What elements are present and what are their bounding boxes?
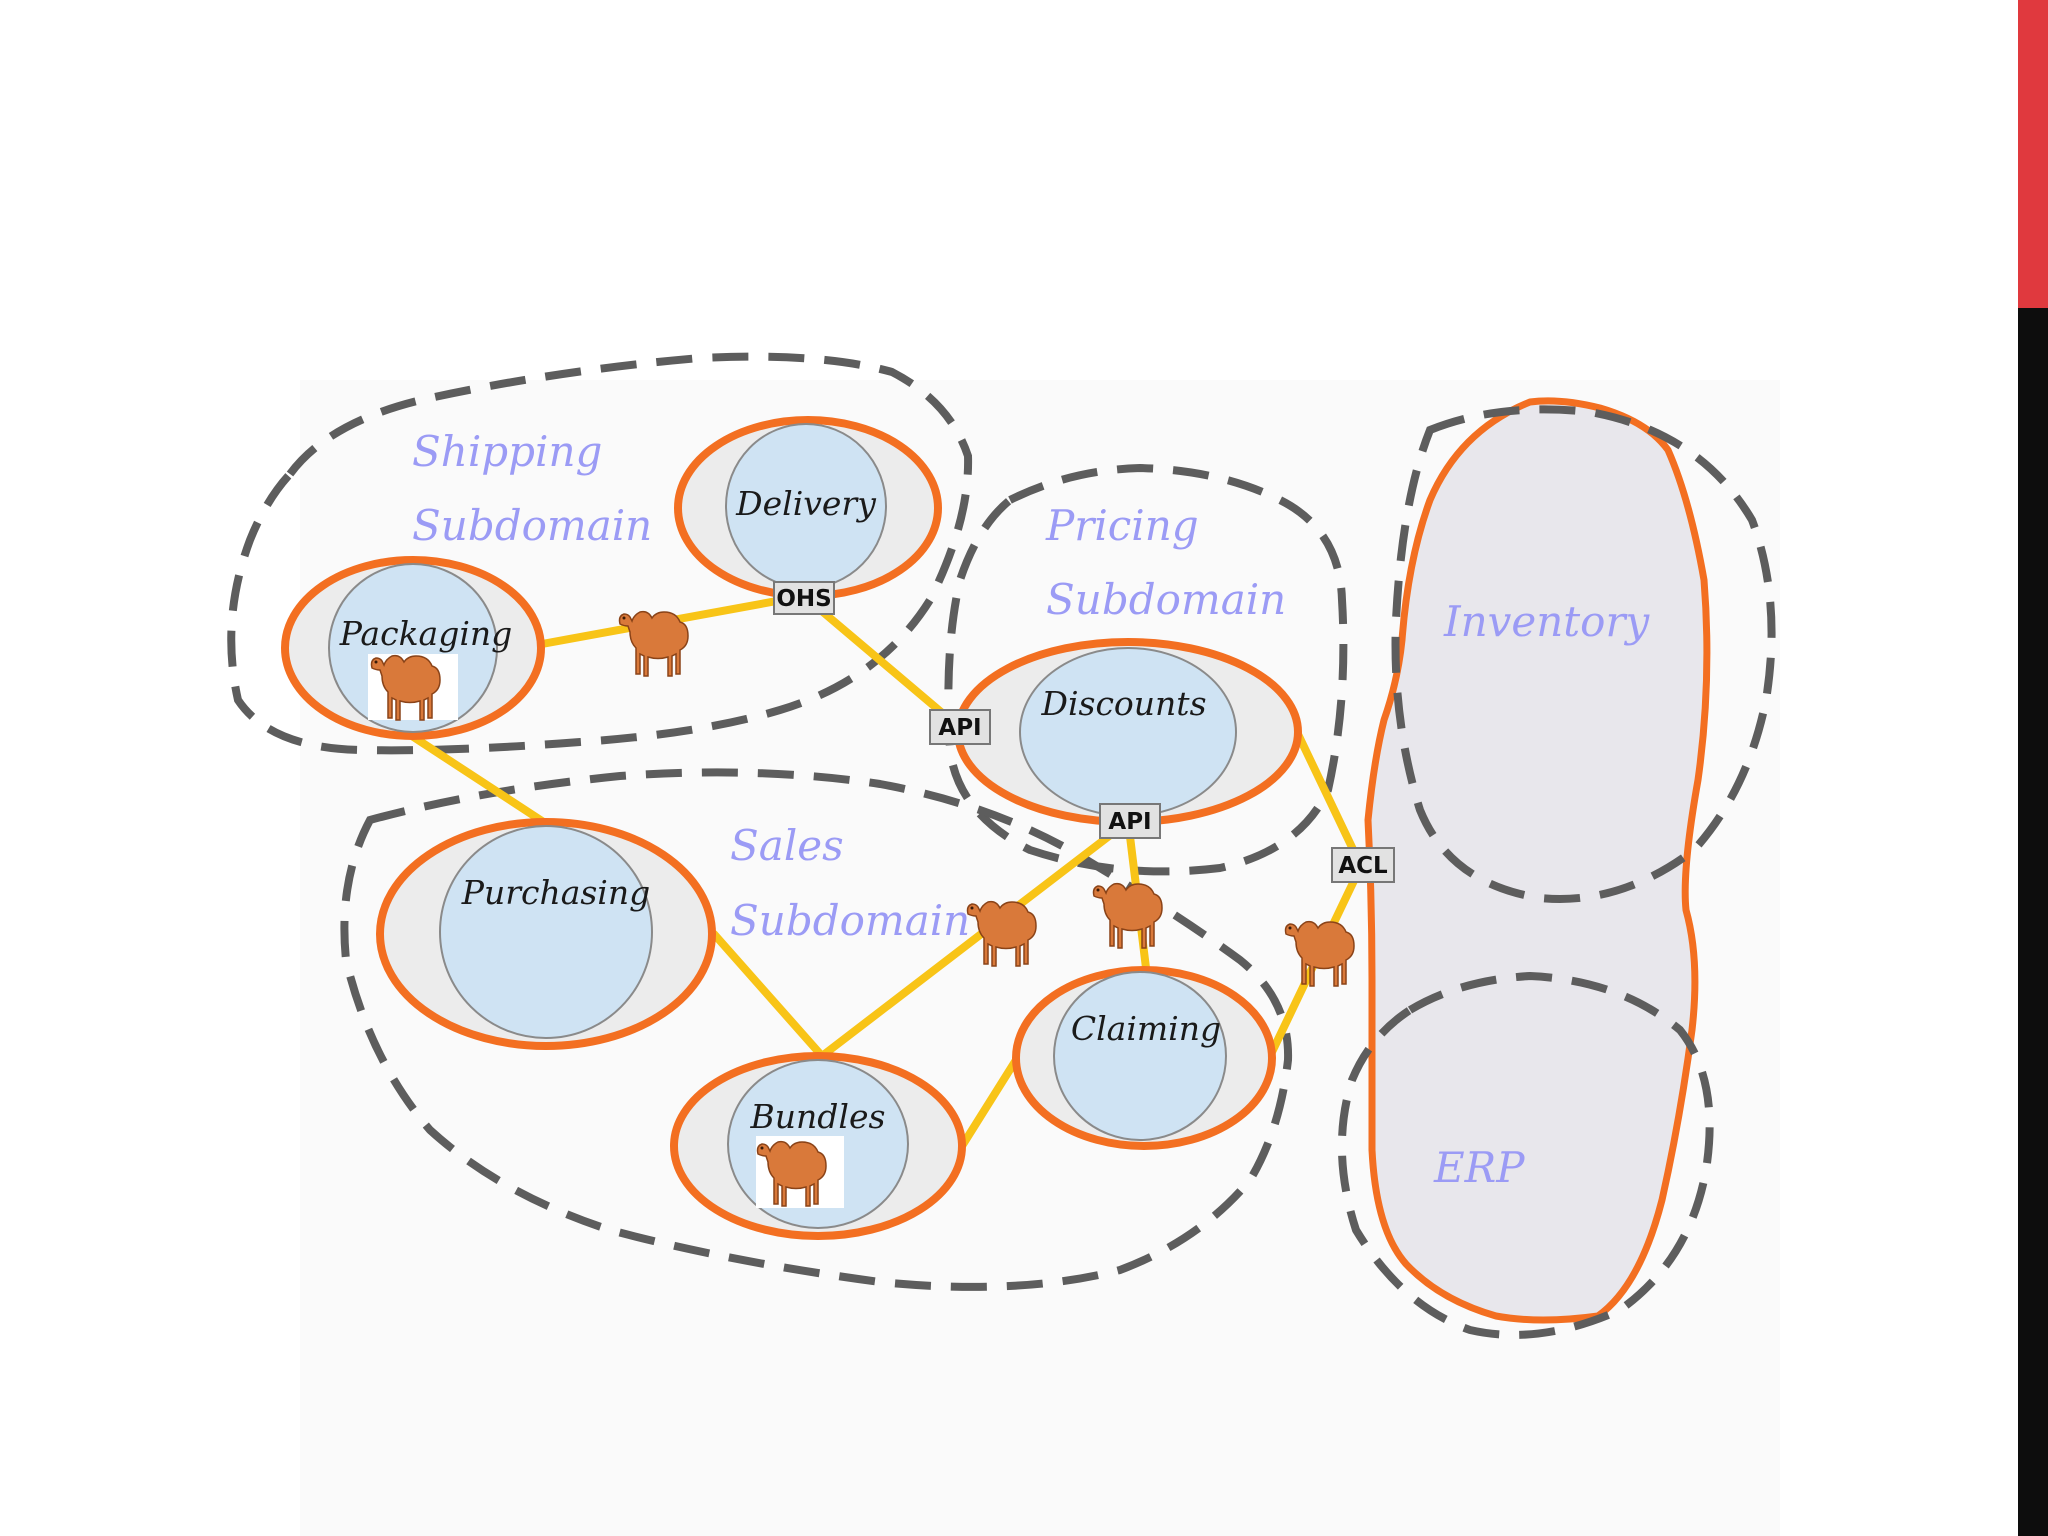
- context-claiming[interactable]: Claiming: [1016, 970, 1272, 1146]
- ohs-tag-text: OHS: [776, 586, 831, 612]
- sales-subdomain-label-1: Sales: [730, 821, 844, 870]
- context-label-bundles: Bundles: [750, 1097, 886, 1136]
- connector-bundles-claiming: [962, 1060, 1016, 1146]
- pricing-subdomain-label-1: Pricing: [1045, 501, 1199, 550]
- connector-purchasing-bundles: [714, 934, 822, 1056]
- camel-icon: [1094, 884, 1163, 948]
- erp-subdomain-label: ERP: [1433, 1143, 1525, 1192]
- sales-subdomain-label-2: Subdomain: [730, 896, 970, 945]
- context-purchasing[interactable]: Purchasing: [380, 822, 712, 1046]
- shipping-subdomain-label-1: Shipping: [412, 427, 602, 476]
- connector-delivery-discounts: [804, 596, 960, 728]
- context-label-delivery: Delivery: [735, 484, 876, 523]
- shipping-subdomain-label-2: Subdomain: [412, 501, 652, 550]
- context-bundles[interactable]: Bundles: [674, 1056, 962, 1236]
- pricing-subdomain-label-2: Subdomain: [1046, 575, 1286, 624]
- context-label-discounts: Discounts: [1041, 684, 1207, 723]
- context-label-purchasing: Purchasing: [461, 873, 651, 912]
- api-tag-bottom-text: API: [1108, 809, 1151, 835]
- inventory-subdomain-label: Inventory: [1443, 597, 1651, 646]
- camel-icon: [620, 612, 689, 676]
- context-delivery[interactable]: Delivery: [678, 420, 938, 596]
- ohs-tag: OHS: [774, 582, 834, 614]
- api-tag-bottom: API: [1100, 804, 1160, 838]
- context-discounts[interactable]: Discounts: [958, 642, 1298, 822]
- context-packaging[interactable]: Packaging: [285, 560, 541, 736]
- api-tag-left: API: [930, 710, 990, 744]
- api-tag-left-text: API: [938, 715, 981, 741]
- context-label-claiming: Claiming: [1071, 1009, 1221, 1048]
- camel-icon: [1286, 922, 1355, 986]
- context-label-packaging: Packaging: [339, 614, 513, 653]
- acl-tag: ACL: [1332, 848, 1394, 882]
- acl-tag-text: ACL: [1338, 853, 1388, 879]
- connector-discounts-acl: [1296, 730, 1360, 864]
- inventory-erp-boundary: [1368, 401, 1707, 1320]
